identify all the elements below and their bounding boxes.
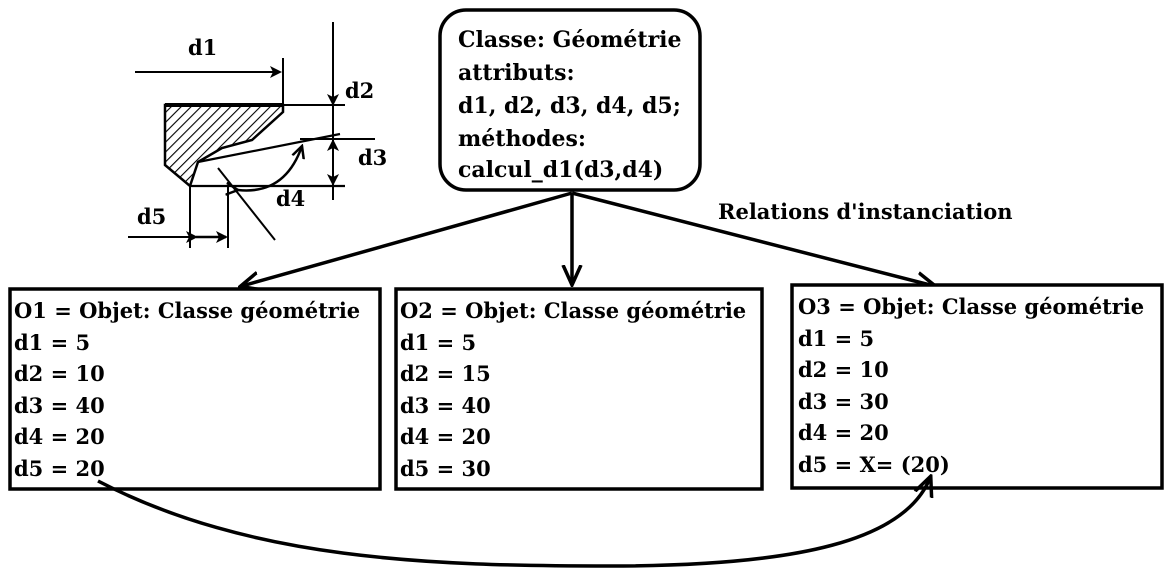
class-box-line: méthodes: — [458, 126, 586, 152]
object-attribute: d2 = 15 — [400, 361, 491, 386]
relation-label: Relations d'instanciation — [718, 199, 1013, 224]
class-box-line: calcul_d1(d3,d4) — [458, 157, 663, 183]
object-attribute: d4 = 20 — [400, 424, 491, 449]
object-attribute: d3 = 30 — [798, 389, 889, 414]
object-title: O1 = Objet: Classe géométrie — [14, 298, 360, 323]
object-title: O3 = Objet: Classe géométrie — [798, 294, 1144, 319]
dim-d5-label: d5 — [137, 204, 166, 229]
instantiation-arrows — [242, 191, 934, 286]
object-attribute: d2 = 10 — [798, 357, 889, 382]
hatched-section — [163, 103, 285, 189]
class-box-line: d1, d2, d3, d4, d5; — [458, 93, 681, 119]
object-attribute: d2 = 10 — [14, 361, 105, 386]
object-attribute: d4 = 20 — [798, 420, 889, 445]
dim-d2-label: d2 — [345, 78, 374, 103]
dim-d1-label: d1 — [188, 35, 217, 60]
object-attribute: d1 = 5 — [400, 330, 476, 355]
object-attribute: d5 = 20 — [14, 456, 105, 481]
object-attribute: d1 = 5 — [798, 326, 874, 351]
object-attribute: d5 = 30 — [400, 456, 491, 481]
object-attribute: d4 = 20 — [14, 424, 105, 449]
object-box-o1: O1 = Objet: Classe géométrie d1 = 5 d2 =… — [8, 287, 382, 491]
part-drawing: d1 d2 d3 d4 d5 — [128, 22, 387, 248]
dim-d3-label: d3 — [358, 145, 387, 170]
class-box: Classe: Géométrie attributs: d1, d2, d3,… — [438, 8, 702, 192]
object-box-o3: O3 = Objet: Classe géométrie d1 = 5 d2 =… — [790, 283, 1164, 490]
object-title: O2 = Objet: Classe géométrie — [400, 298, 746, 323]
object-attribute: d1 = 5 — [14, 330, 90, 355]
class-box-line: attributs: — [458, 60, 575, 86]
value-transfer-arrow — [97, 478, 930, 568]
class-box-line: Classe: Géométrie — [458, 27, 682, 53]
dim-d4-label: d4 — [276, 186, 305, 211]
object-attribute: d5 = X= (20) — [798, 452, 950, 477]
object-box-o2: O2 = Objet: Classe géométrie d1 = 5 d2 =… — [394, 287, 764, 491]
object-attribute: d3 = 40 — [400, 393, 491, 418]
object-attribute: d3 = 40 — [14, 393, 105, 418]
